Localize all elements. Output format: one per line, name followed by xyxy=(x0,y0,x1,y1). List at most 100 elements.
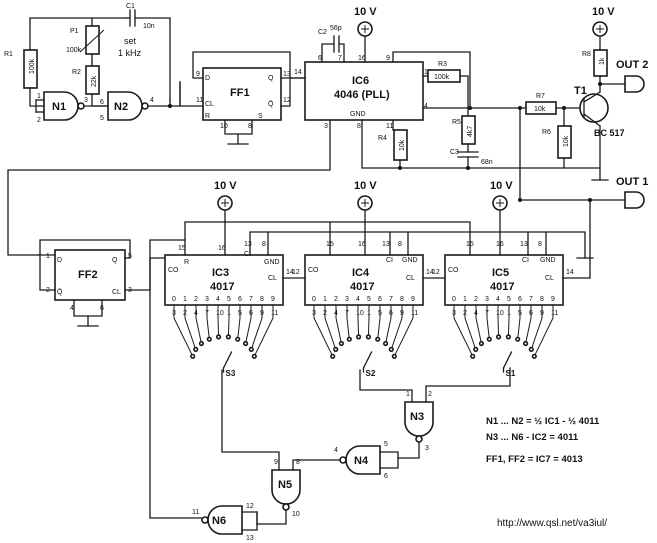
label-r8: R8 xyxy=(582,51,591,58)
label-ic4: IC4 xyxy=(352,267,370,279)
gate-n5: N5 9 8 10 xyxy=(221,369,301,525)
switch-contact xyxy=(365,334,372,340)
svg-text:6: 6 xyxy=(100,99,104,106)
svg-text:14: 14 xyxy=(566,269,574,276)
svg-text:5: 5 xyxy=(100,115,104,122)
label-ic3-type: 4017 xyxy=(210,281,234,293)
label-t1-type: BC 517 xyxy=(594,128,625,138)
svg-text:2: 2 xyxy=(428,391,432,398)
label-n4: N4 xyxy=(354,455,369,467)
switch-wire xyxy=(227,305,230,337)
counter-output-label: 3 xyxy=(485,296,489,303)
set-label: set xyxy=(124,36,137,46)
counter-output-label: 4 xyxy=(496,296,500,303)
svg-text:12: 12 xyxy=(292,269,300,276)
label-ic3: IC3 xyxy=(212,267,229,279)
label-r3: R3 xyxy=(438,61,447,68)
switch-contact xyxy=(356,334,362,340)
label-p1: P1 xyxy=(70,28,79,35)
counter-output-label: 7 xyxy=(529,296,533,303)
svg-text:CO: CO xyxy=(168,267,179,274)
note-line-2: N3 ... N6 - IC2 = 4011 xyxy=(486,432,579,443)
svg-text:8: 8 xyxy=(538,241,542,248)
switch-contact xyxy=(251,353,257,359)
switch-wire xyxy=(250,305,263,350)
switch-wiper xyxy=(222,351,233,369)
supply-label-t1: 10 V xyxy=(592,6,615,18)
svg-text:1: 1 xyxy=(37,93,41,100)
switch-contact xyxy=(528,346,534,353)
counter-output-label: 2 xyxy=(194,296,198,303)
value-r7: 10k xyxy=(534,106,546,113)
counter-output-label: 3 xyxy=(205,296,209,303)
svg-text:GND: GND xyxy=(350,111,366,118)
switch-wire xyxy=(195,305,202,344)
switch-wire xyxy=(533,305,554,357)
switch-wire xyxy=(357,305,360,337)
switch-contact xyxy=(515,336,521,342)
switch-contact xyxy=(193,346,199,353)
counter-output-label: 0 xyxy=(312,296,316,303)
counter-output-label: 2 xyxy=(474,296,478,303)
counter-output-label: 5 xyxy=(367,296,371,303)
svg-text:14: 14 xyxy=(294,69,302,76)
counter-ic4: IC4 4017 CO CI GND CL 15 16 13 8 12 14 1… xyxy=(292,180,434,306)
svg-text:3: 3 xyxy=(324,123,328,130)
counter-ic5: IC5 4017 CO CI GND CL 15 16 13 8 12 14 1… xyxy=(432,180,574,306)
switch-label-s3: S3 xyxy=(226,369,236,378)
svg-text:CL: CL xyxy=(112,289,121,296)
svg-text:16: 16 xyxy=(358,55,366,62)
label-n6: N6 xyxy=(212,515,226,527)
value-c3: 68n xyxy=(481,159,493,166)
switch-contact xyxy=(216,334,222,340)
counter-output-label: 8 xyxy=(540,296,544,303)
label-r7: R7 xyxy=(536,93,545,100)
svg-text:6: 6 xyxy=(318,55,322,62)
oscillator-section: R1 100k C1 10n P1 100k set 1 kHz R2 22k … xyxy=(4,3,181,124)
svg-text:10: 10 xyxy=(220,123,228,130)
svg-text:8: 8 xyxy=(357,123,361,130)
svg-text:GND: GND xyxy=(402,257,418,264)
counter-output-label: 6 xyxy=(378,296,382,303)
switch-label-s2: S2 xyxy=(366,369,376,378)
svg-text:9: 9 xyxy=(196,71,200,78)
switch-contact xyxy=(522,340,529,347)
notes: N1 ... N2 = ½ IC1 - ½ 4011 N3 ... N6 - I… xyxy=(486,416,600,465)
label-ff2: FF2 xyxy=(78,269,98,281)
value-r5: 4k7 xyxy=(467,126,474,137)
value-c1: 10n xyxy=(143,23,155,30)
counter-output-label: 5 xyxy=(507,296,511,303)
counter-output-label: 0 xyxy=(452,296,456,303)
svg-text:15: 15 xyxy=(178,245,186,252)
svg-text:CL: CL xyxy=(268,275,277,282)
svg-text:CL: CL xyxy=(205,101,214,108)
label-c3: C3 xyxy=(450,149,459,156)
gate-n6: N6 12 13 11 xyxy=(192,503,258,542)
switch-contact xyxy=(473,346,479,353)
label-out2: OUT 2 xyxy=(616,59,648,71)
svg-text:11: 11 xyxy=(196,97,203,104)
switch-wire xyxy=(253,305,274,357)
svg-text:10: 10 xyxy=(292,511,300,518)
switch-contact xyxy=(375,336,381,342)
svg-text:GND: GND xyxy=(264,259,280,266)
switch-wire xyxy=(497,305,500,337)
svg-text:11: 11 xyxy=(192,509,199,516)
svg-text:8: 8 xyxy=(398,241,402,248)
switch-wire xyxy=(507,305,510,337)
svg-text:R: R xyxy=(205,113,210,120)
value-r1: 100k xyxy=(29,58,36,74)
svg-text:CI: CI xyxy=(522,257,529,264)
label-ic6-type: 4046 (PLL) xyxy=(334,89,390,101)
switch-wire xyxy=(530,305,543,350)
svg-text:D: D xyxy=(57,257,62,264)
svg-text:9: 9 xyxy=(386,55,390,62)
switch-wire xyxy=(377,305,381,340)
value-r8: 1k xyxy=(599,57,606,65)
switch-contact xyxy=(206,336,212,342)
value-r3: 100k xyxy=(434,74,450,81)
svg-text:CI: CI xyxy=(386,257,393,264)
svg-text:CO: CO xyxy=(448,267,459,274)
switch-contact xyxy=(243,340,249,347)
